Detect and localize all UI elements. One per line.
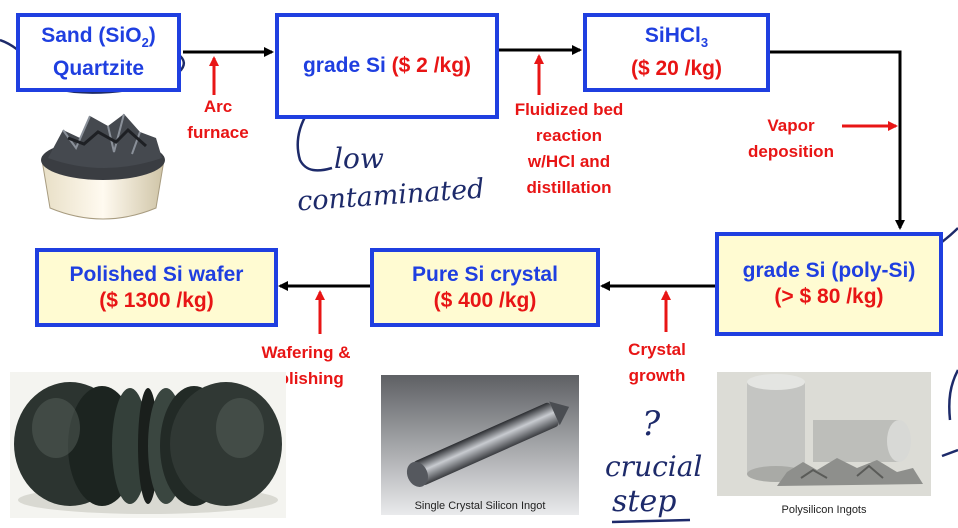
fluid-line4: distillation	[526, 178, 612, 197]
pure-crystal-name: Pure Si crystal	[412, 262, 558, 286]
sihcl3-name: SiHCl	[644, 23, 701, 47]
vapor-line2: deposition	[748, 142, 834, 161]
crystal-line1: Crystal	[628, 340, 686, 359]
vapor-line1: Vapor	[767, 116, 815, 135]
label-wafering: Wafering & polishing	[246, 340, 366, 392]
label-arc-furnace: Arc furnace	[178, 94, 258, 146]
label-crystal-growth: Crystal growth	[612, 337, 702, 389]
sihcl3-subscript: 3	[700, 35, 709, 51]
wafering-line2: polishing	[268, 369, 344, 388]
poly-si-price: (> $ 80 /kg)	[774, 285, 884, 308]
fluid-line3: w/HCl and	[527, 152, 611, 171]
arc-line2: furnace	[187, 123, 249, 142]
pure-crystal-price: ($ 400 /kg)	[433, 288, 537, 312]
fluid-line1: Fluidized bed	[514, 100, 624, 119]
label-vapor: Vapor deposition	[738, 113, 844, 165]
wafering-line1: Wafering &	[261, 343, 351, 362]
arc-line1: Arc	[203, 97, 233, 116]
box-sand: Sand (SiO2) Quartzite	[16, 13, 181, 92]
ingot-photo	[381, 375, 579, 515]
sand-line1: Sand (SiO2)	[41, 23, 156, 56]
wafer-name: Polished Si wafer	[69, 262, 244, 286]
sihcl3-name-line: SiHCl3	[645, 23, 708, 56]
label-fluidized: Fluidized bed reaction w/HCl and distill…	[496, 97, 642, 201]
sand-paren: )	[148, 23, 156, 47]
sand-subscript: 2	[141, 35, 149, 51]
ink-right-edge	[941, 369, 958, 458]
wafer-photo	[10, 372, 286, 518]
crystal-line2: growth	[628, 366, 686, 385]
handwritten-question: ?	[642, 404, 661, 444]
fluid-line2: reaction	[535, 126, 603, 145]
wafer-price: ($ 1300 /kg)	[99, 288, 214, 312]
box-wafer: Polished Si wafer ($ 1300 /kg)	[35, 248, 278, 327]
handwritten-low: low	[334, 142, 384, 175]
quartzite-photo	[28, 108, 178, 226]
box-pure-crystal: Pure Si crystal ($ 400 /kg)	[370, 248, 600, 327]
handwritten-step: step	[612, 484, 677, 519]
box-mg-si: grade Si ($ 2 /kg)	[275, 13, 499, 119]
ingot-caption: Single Crystal Silicon Ingot	[414, 500, 546, 512]
handwritten-crucial: crucial	[605, 450, 703, 483]
polysilicon-caption: Polysilicon Ingots	[781, 504, 867, 516]
arrow-sihcl3-to-poly	[770, 50, 905, 230]
sihcl3-price: ($ 20 /kg)	[630, 57, 723, 81]
box-poly-si: grade Si (poly-Si) (> $ 80 /kg)	[715, 232, 943, 336]
mg-si-price: ($ 2 /kg)	[391, 54, 472, 77]
polysilicon-photo	[717, 372, 931, 496]
box-sihcl3: SiHCl3 ($ 20 /kg)	[583, 13, 770, 92]
ink-underline-step	[611, 518, 691, 524]
poly-si-name: grade Si (poly-Si)	[742, 259, 916, 282]
sand-label: Sand (SiO	[41, 23, 142, 47]
quartzite-label: Quartzite	[52, 57, 144, 81]
mg-si-name: grade Si	[302, 54, 386, 77]
